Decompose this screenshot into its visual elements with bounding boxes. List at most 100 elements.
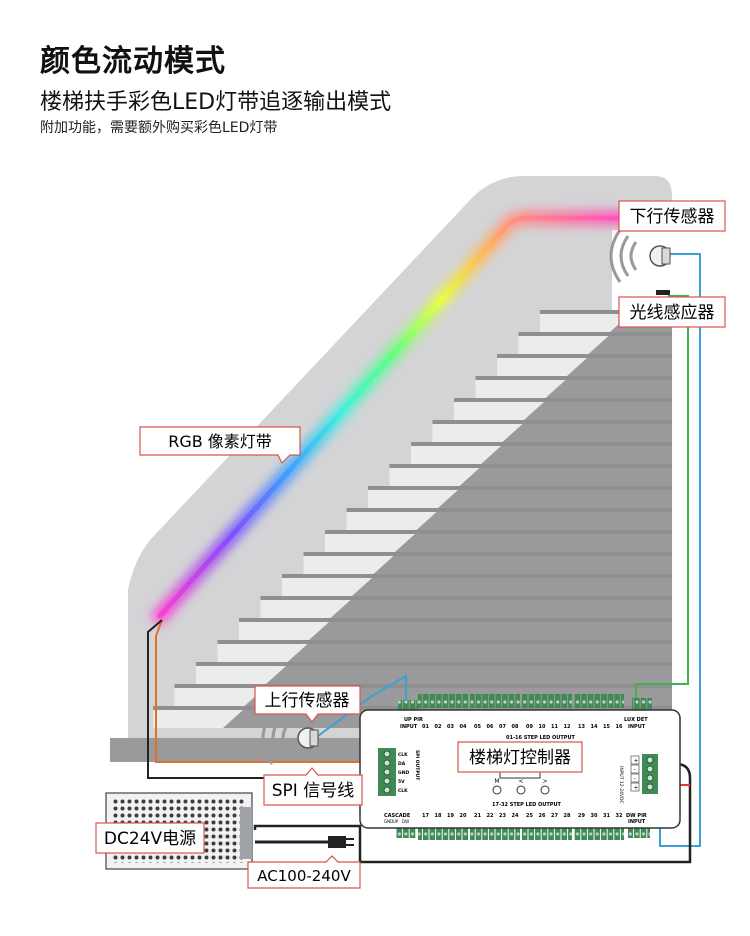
power-pin-labels: +--+ [630,755,654,792]
channel-label-24: 24 [512,813,519,819]
controller-button[interactable] [516,785,526,795]
svg-text:下行传感器: 下行传感器 [630,207,715,227]
power-pin-label: - [634,776,636,783]
callout-down-sensor: 下行传感器 [618,200,726,232]
stair-shadow [352,578,672,596]
channel-label-27: 27 [551,813,558,819]
lux-det-label-2: INPUT [628,724,646,730]
stair-shadow [395,534,672,552]
power-terminal-screw [646,783,654,791]
stair-shadow [588,336,672,354]
channel-label-21: 21 [474,813,481,819]
channel-label-29: 29 [578,813,585,819]
channel-label-08: 08 [512,724,519,730]
channel-label-19: 19 [447,813,454,819]
stair-shadow [524,402,672,420]
light-sensor-icon [656,290,670,295]
stair-shadow [481,446,672,464]
controller-button-label: M [494,778,499,785]
channel-label-13: 13 [578,724,585,730]
channel-label-23: 23 [499,813,506,819]
channel-label-14: 14 [591,724,598,730]
channel-label-16: 16 [616,724,623,730]
svg-text:AC100-240V: AC100-240V [257,867,351,885]
cascade-label: CASCADE [384,813,411,819]
power-pin-label: + [634,758,639,765]
dw-pir-label-1: DW PIR [626,813,647,819]
controller-buttons: M < > [492,778,550,795]
controller-button-label: > [542,778,547,785]
controller-button-label: < [518,778,523,785]
cascade-pin-label: GND [384,819,393,824]
channel-label-04: 04 [460,724,467,730]
channel-label-06: 06 [487,724,494,730]
stair-shadow [266,666,672,684]
stair-shadow [567,358,672,376]
channel-label-10: 10 [539,724,546,730]
callout-controller: 楼梯灯控制器 [457,741,583,773]
page-title: 颜色流动模式 [40,44,226,79]
stair-shadow [373,556,672,574]
channel-label-02: 02 [435,724,442,730]
stair-shadow [416,512,672,530]
channel-label-26: 26 [539,813,546,819]
stair-shadow [438,490,672,508]
controller-button[interactable] [540,785,550,795]
svg-text:DC24V电源: DC24V电源 [104,829,196,849]
spi-pin-label: DA [398,761,406,767]
channel-label-25: 25 [526,813,533,819]
stair-shadow [287,644,672,662]
power-input-label: INPUT 12-24VDC [618,766,624,804]
channel-label-07: 07 [499,724,506,730]
channel-label-17: 17 [422,813,429,819]
channel-label-05: 05 [474,724,481,730]
spi-terminal-screw [383,777,391,785]
channel-label-18: 18 [435,813,442,819]
spi-pin-label: CLK [398,788,408,794]
page-note: 附加功能，需要额外购买彩色LED灯带 [40,120,278,136]
up-sensor-icon [261,711,319,765]
channel-label-30: 30 [591,813,598,819]
channel-label-31: 31 [603,813,610,819]
svg-text:光线感应器: 光线感应器 [630,303,715,323]
channel-label-12: 12 [564,724,571,730]
stair-shadow [309,622,672,640]
bottom-output-label: 17-32 STEP LED OUTPUT [492,802,562,808]
channel-label-01: 01 [422,724,429,730]
page-subtitle: 楼梯扶手彩色LED灯带追逐输出模式 [40,90,392,115]
channel-label-09: 09 [526,724,533,730]
spi-pin-label: CLK [398,752,408,758]
channel-label-22: 22 [487,813,494,819]
callout-up-sensor: 上行传感器 [254,685,361,723]
channel-label-15: 15 [603,724,610,730]
callout-spi-line: SPI 信号线 [263,767,363,806]
callout-ac-input: AC100-240V [247,855,361,889]
callout-light-sensor: 光线感应器 [618,296,726,328]
top-output-label: 01-16 STEP LED OUTPUT [506,735,576,741]
dw-pir-label-2: INPUT [628,819,646,825]
svg-text:楼梯灯控制器: 楼梯灯控制器 [469,748,571,768]
ac-plug-icon [328,836,354,848]
up-pir-label-2: INPUT [400,724,418,730]
channel-label-03: 03 [447,724,454,730]
channel-label-28: 28 [564,813,571,819]
rgb-led-strip [152,210,630,624]
lux-det-label-1: LUX DET [624,717,648,723]
channel-label-32: 32 [616,813,623,819]
spi-pin-label: GND [398,770,409,776]
callout-rgb-strip: RGB 像素灯带 [139,426,301,465]
spi-terminal-screw [383,759,391,767]
spi-output-label: SPI OUTPUT [414,750,420,781]
controller-button[interactable] [492,785,502,795]
svg-text:上行传感器: 上行传感器 [265,691,350,711]
stair-shadow [330,600,672,618]
cascade-pin-label: UP [393,819,399,824]
power-pin-label: + [634,785,639,792]
stair-shadow [545,380,672,398]
power-terminal-screw [646,765,654,773]
spi-terminal-screw [383,786,391,794]
